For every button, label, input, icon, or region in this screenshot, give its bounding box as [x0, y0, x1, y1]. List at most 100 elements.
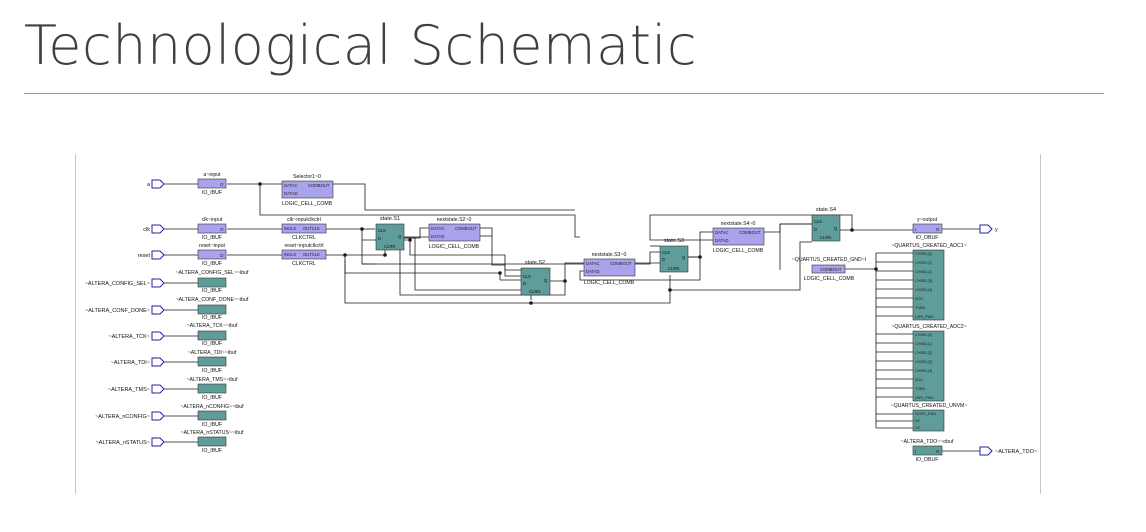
s1-d: D [378, 236, 381, 241]
ns2-datac: DATAC [431, 226, 445, 231]
comb-name-gnd: ~QUARTUS_CREATED_GND~I [792, 257, 866, 263]
adc2-pin: USR_PWD [915, 396, 934, 400]
clkctrl-name-clk: clk~inputclkctrl [287, 217, 321, 223]
s1-q: Q [398, 234, 402, 239]
ns3-datac: DATAC [586, 261, 600, 266]
obuf-type-y: IO_OBUF [916, 235, 939, 241]
ibuf-type-tms: IO_IBUF [202, 395, 222, 401]
clkctrl-labels: clk~inputclkctrl CLKCTRL reset~inputclkc… [284, 217, 323, 267]
schematic-canvas [75, 154, 1041, 494]
clkctrl-name-reset: reset~inputclkctrl [284, 243, 323, 249]
adc2-pin: SOC [915, 378, 923, 382]
port-label-tck: ~ALTERA_TCK~ [109, 334, 150, 340]
tdo-obuf-i: I [915, 449, 916, 454]
sel-combout: COMBOUT [308, 183, 330, 188]
obuf-name-tdo: ~ALTERA_TDO~~obuf [901, 439, 954, 445]
ns4-datad: DATAD [715, 238, 729, 243]
sel-datac: DATAC [284, 183, 298, 188]
comb-type-gnd: LOGIC_CELL_COMB [804, 276, 855, 282]
adc1-pin: USR_PWD [915, 315, 934, 319]
s3-clk: CLK [662, 250, 670, 255]
adc1-pin: CHSEL[1] [915, 261, 932, 265]
adc1-pin: TSEN [915, 306, 925, 310]
ibuf-type-conf-done: IO_IBUF [202, 315, 222, 321]
adc2-pin: CHSEL[1] [915, 342, 932, 346]
s2-clk: CLK [523, 274, 531, 279]
page-title: Technological Schematic [24, 14, 698, 77]
pin-o-reset: O [220, 253, 224, 258]
comb-name-ns2: nextstate.S2~0 [437, 217, 472, 223]
s4-clrn: CLRN [820, 235, 831, 240]
unvm-pin: XE [915, 419, 921, 423]
comb-name-selector: Selector1~0 [293, 174, 321, 180]
adc2-pin: CHSEL[4] [915, 369, 932, 373]
obuf-labels: y~output IO_OBUF ~ALTERA_TDO~~obuf IO_OB… [901, 217, 954, 463]
ibuf-name-config-sel: ~ALTERA_CONFIG_SEL~~ibuf [176, 270, 250, 276]
comb-blocks [281, 180, 846, 277]
ibuf-type-tdi: IO_IBUF [202, 368, 222, 374]
ibuf-type-a: IO_IBUF [202, 190, 222, 196]
ibuf-name-tck: ~ALTERA_TCK~~ibuf [187, 323, 238, 329]
s2-clrn: CLRN [529, 289, 540, 294]
adc2-pin: TSEN [915, 387, 925, 391]
clkctrl-reset-inclk: INCLK [284, 252, 297, 257]
comb-labels: Selector1~0 LOGIC_CELL_COMB nextstate.S2… [282, 174, 866, 286]
ibuf-pin-labels: O O O [220, 182, 224, 258]
reg-name-s1: state.S1 [380, 216, 400, 222]
unvm-pin: YE [915, 426, 921, 430]
ibuf-type-config-sel: IO_IBUF [202, 288, 222, 294]
ibuf-type-nconfig: IO_IBUF [202, 422, 222, 428]
hard-ip-labels: ~QUARTUS_CREATED_ADC1~ ~QUARTUS_CREATED_… [891, 243, 968, 409]
ibuf-type-clk: IO_IBUF [202, 235, 222, 241]
clkctrl-clk-inclk: INCLK [284, 226, 297, 231]
adc1-pin: CHSEL[3] [915, 279, 932, 283]
ns2-combout: COMBOUT [455, 226, 477, 231]
clkctrl-type-reset: CLKCTRL [292, 261, 316, 267]
s2-d: D [523, 281, 526, 286]
unvm-pin: NOSC_ENA [915, 412, 936, 416]
port-label-tms: ~ALTERA_TMS~ [108, 387, 150, 393]
output-port-labels: y ~ALTERA_TDO~ [995, 227, 1037, 455]
ibuf-name-nconfig: ~ALTERA_nCONFIG~~ibuf [180, 404, 244, 410]
ibuf-name-conf-done: ~ALTERA_CONF_DONE~~ibuf [176, 297, 249, 303]
port-label-reset: reset [138, 253, 151, 259]
s1-clk: CLK [378, 228, 386, 233]
s3-clrn: CLRN [668, 266, 679, 271]
ibuf-name-clk: clk~input [202, 217, 223, 223]
s1-clrn: CLRN [384, 244, 395, 249]
adc2-pins: CHSEL[0] CHSEL[1] CHSEL[2] CHSEL[3] CHSE… [915, 333, 934, 400]
unvm-pins: NOSC_ENA XE YE [915, 412, 936, 430]
adc1-pin: SOC [915, 297, 923, 301]
ns3-datad: DATAD [586, 269, 600, 274]
pin-o-a: O [220, 182, 224, 187]
pin-o-clk: O [220, 227, 224, 232]
obuf-type-tdo: IO_OBUF [916, 457, 939, 463]
clkctrl-blocks [281, 223, 327, 260]
y-obuf-i: I [915, 227, 916, 232]
ibuf-labels: a~input IO_IBUF clk~input IO_IBUF reset~… [176, 172, 250, 454]
obuf-blocks [912, 223, 943, 456]
adc1-pin: CHSEL[4] [915, 288, 932, 292]
ibuf-blocks [197, 178, 227, 447]
reg-name-s2: state.S2 [525, 260, 545, 266]
ns4-combout: COMBOUT [739, 230, 761, 235]
obuf-pins: I O I O [915, 227, 940, 454]
canvas-right-border [1040, 154, 1041, 494]
input-ports [151, 179, 165, 447]
comb-type-selector: LOGIC_CELL_COMB [282, 201, 333, 207]
wires [163, 183, 980, 452]
sel-datad: DATAD [284, 191, 298, 196]
input-port-labels: a clk reset ~ALTERA_CONFIG_SEL~ ~ALTERA_… [85, 182, 151, 446]
clkctrl-clk-outclk: OUTCLK [303, 226, 320, 231]
ns4-datac: DATAC [715, 230, 729, 235]
adc1-name: ~QUARTUS_CREATED_ADC1~ [891, 243, 966, 249]
port-label-a: a [147, 182, 151, 188]
adc1-pin: CHSEL[2] [915, 270, 932, 274]
clkctrl-pins: INCLK OUTCLK INCLK OUTCLK [284, 226, 320, 257]
comb-type-ns2: LOGIC_CELL_COMB [429, 244, 480, 250]
port-label-clk: clk [143, 227, 150, 233]
adc2-name: ~QUARTUS_CREATED_ADC2~ [891, 324, 966, 330]
reg-name-s3: state.S3 [664, 238, 684, 244]
s4-clk: CLK [814, 219, 822, 224]
